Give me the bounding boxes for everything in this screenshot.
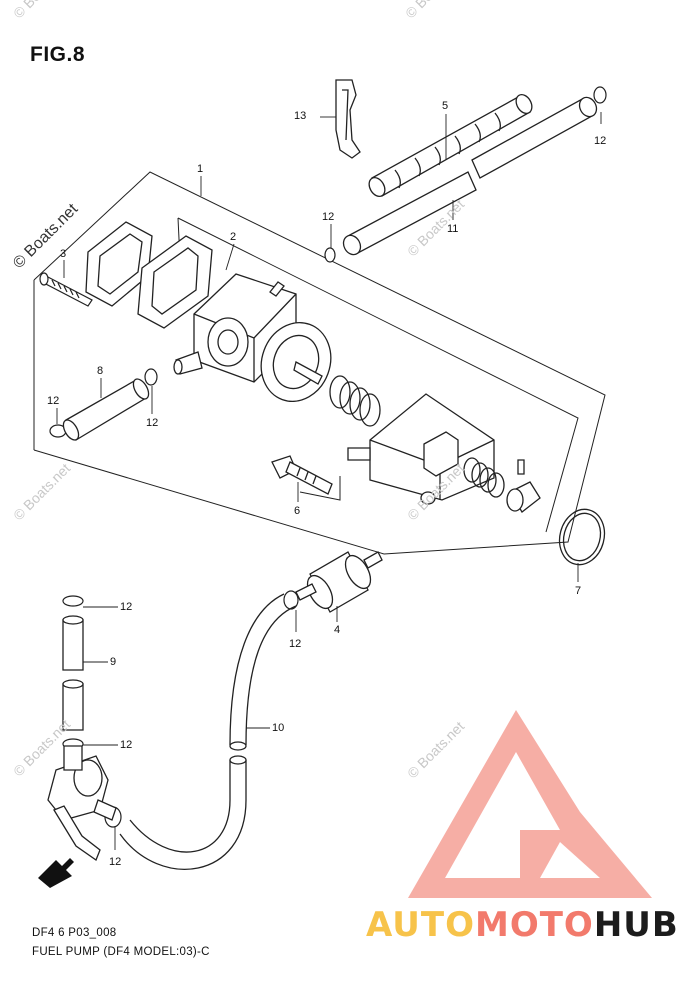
gasket-plates <box>85 221 213 329</box>
hose-10 <box>119 593 297 870</box>
screw-3 <box>39 272 93 307</box>
pipe-8 <box>62 378 150 441</box>
leader-lines <box>56 112 602 850</box>
figure-code: DF4 6 P03_008 <box>32 927 117 939</box>
valve-cap <box>506 459 541 513</box>
callout-12-e: 12 <box>289 638 302 650</box>
callout-5: 5 <box>442 100 449 112</box>
callout-1: 1 <box>197 163 204 175</box>
clamp-bracket-13 <box>335 79 361 159</box>
brand-part-auto: AUTO <box>366 905 475 945</box>
callout-12-b: 12 <box>322 211 335 223</box>
fuel-filter-4 <box>295 551 383 613</box>
clip-12-group <box>49 86 607 828</box>
figure-title: FIG.8 <box>30 43 86 66</box>
callout-12-g: 12 <box>120 739 133 751</box>
callout-8: 8 <box>97 365 104 377</box>
callout-9: 9 <box>110 656 117 668</box>
figure-caption: FUEL PUMP (DF4 MODEL:03)-C <box>32 946 210 958</box>
bolt-6 <box>271 455 333 495</box>
fuel-cock <box>47 745 117 862</box>
callout-12-h: 12 <box>109 856 122 868</box>
callout-12-c: 12 <box>47 395 60 407</box>
callout-11: 11 <box>447 223 459 235</box>
callout-3: 3 <box>60 248 67 260</box>
brand-part-moto: MOTO <box>474 905 594 945</box>
callout-12-d: 12 <box>146 417 159 429</box>
pump-cover <box>347 393 495 505</box>
automotohub-logo <box>408 710 652 898</box>
o-ring-7 <box>558 508 606 566</box>
assembly-outline <box>33 171 606 555</box>
fwd-arrow-icon <box>38 858 74 888</box>
fuel-hose-11 <box>342 96 598 256</box>
brand-wordmark: AUTOMOTOHUB <box>366 905 679 945</box>
callout-2: 2 <box>230 231 237 243</box>
callout-10: 10 <box>272 722 285 734</box>
callout-4: 4 <box>334 624 341 636</box>
brand-part-hub: HUB <box>593 905 679 945</box>
hose-9 <box>62 615 84 731</box>
callout-7: 7 <box>575 585 582 597</box>
callout-13: 13 <box>294 110 307 122</box>
spring-large <box>329 375 381 427</box>
callout-12-f: 12 <box>120 601 133 613</box>
callout-12-a: 12 <box>594 135 607 147</box>
diaphragm <box>260 322 332 402</box>
spiral-hose-5 <box>368 94 533 197</box>
spring-small <box>463 457 505 498</box>
callout-6: 6 <box>294 505 301 517</box>
